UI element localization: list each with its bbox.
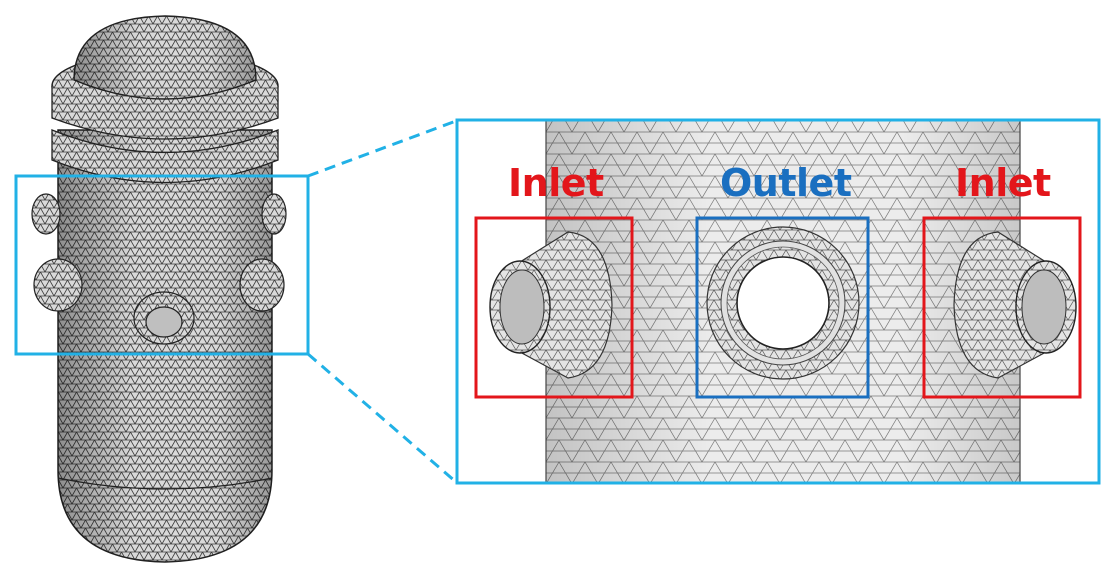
zoom-region-frame: [14, 174, 310, 356]
outlet-box: [695, 216, 870, 399]
zoomed-nozzle-mesh-icon: [458, 121, 1098, 482]
reactor-vessel-mesh-icon: [31, 15, 287, 563]
inlet-left-label: Inlet: [508, 161, 604, 205]
inlet-right-label: Inlet: [955, 161, 1051, 205]
outlet-label: Outlet: [720, 161, 852, 205]
inlet-left-box: [474, 216, 634, 399]
zoom-panel-frame: [455, 118, 1101, 485]
inlet-right-box: [922, 216, 1082, 399]
zoom-connector-lines: [307, 119, 457, 484]
